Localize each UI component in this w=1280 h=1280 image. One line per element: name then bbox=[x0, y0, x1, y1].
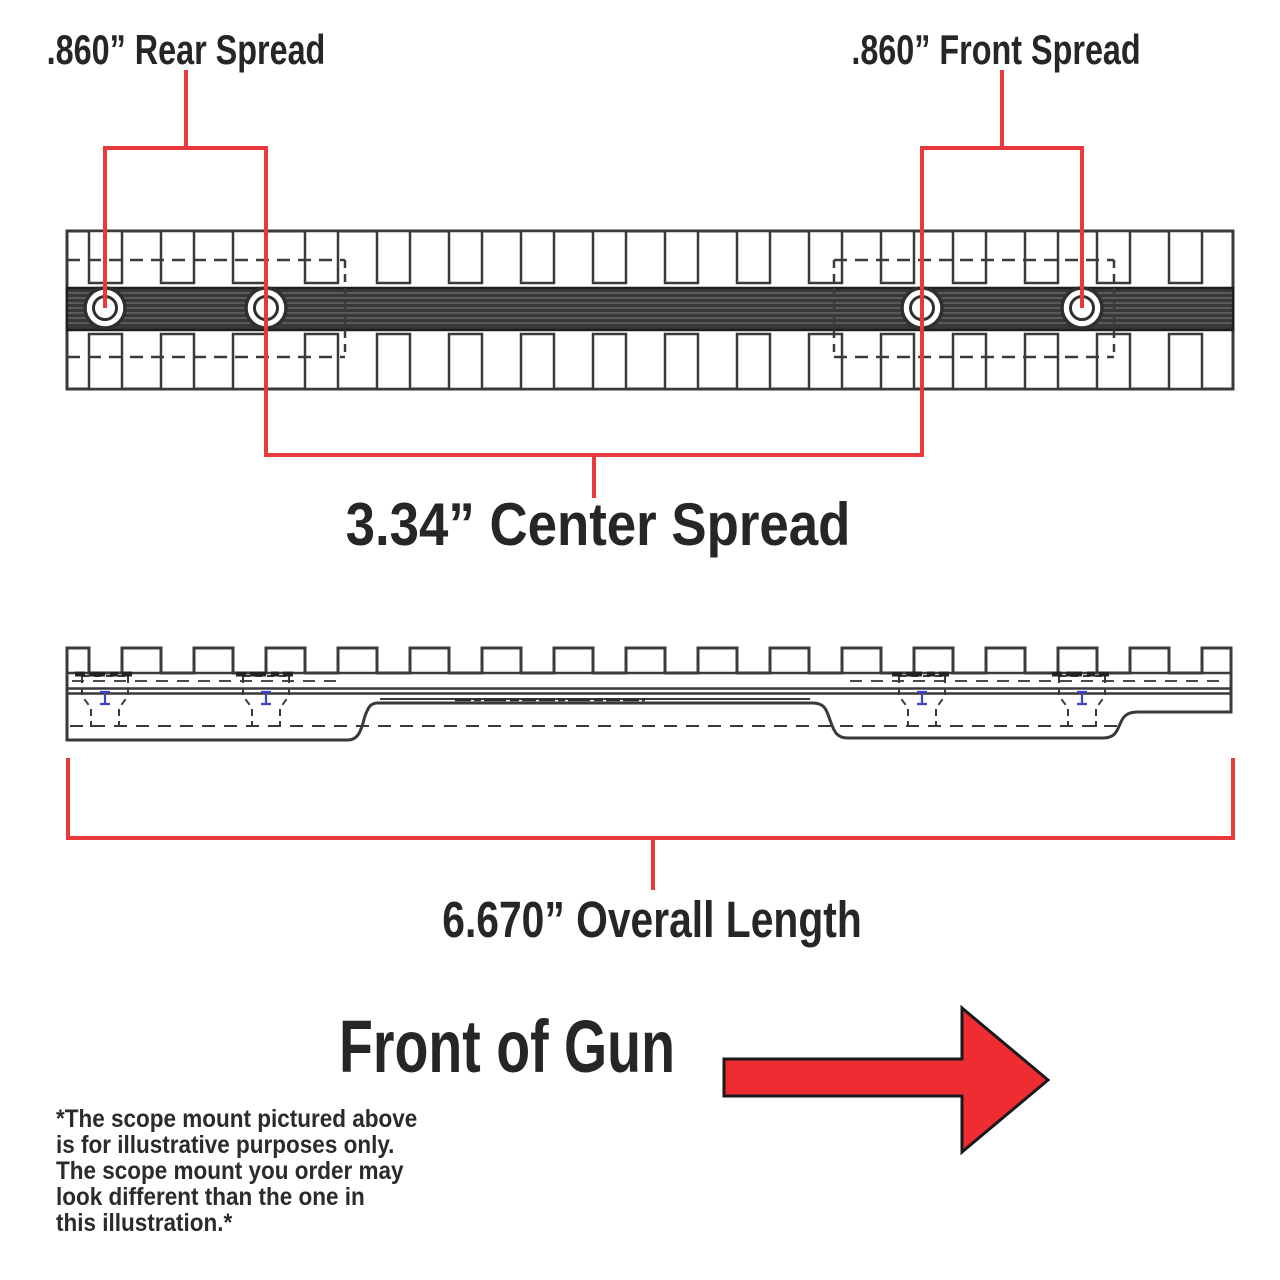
rail-slot bbox=[159, 229, 196, 285]
rail-slot bbox=[951, 332, 988, 391]
front-spread-label: .860” Front Spread bbox=[851, 26, 1141, 73]
scope-mount-side-view bbox=[65, 646, 1233, 742]
screw-markers bbox=[100, 690, 1087, 706]
rail-slot bbox=[447, 229, 484, 285]
rail-slot bbox=[735, 332, 772, 391]
rail-center-band bbox=[65, 286, 1235, 332]
rail-slot bbox=[591, 332, 628, 391]
rail-slot bbox=[663, 332, 700, 391]
dimension-lines bbox=[66, 70, 1235, 890]
rear-spread-label: .860” Rear Spread bbox=[46, 26, 326, 73]
screw-marker bbox=[1077, 690, 1087, 706]
hidden-screw-hole bbox=[1058, 675, 1106, 727]
screw-marker bbox=[917, 690, 927, 706]
rail-slot bbox=[1023, 332, 1060, 391]
rail-slot bbox=[663, 229, 700, 285]
hidden-screw-holes bbox=[81, 675, 1106, 727]
rail-slot bbox=[447, 332, 484, 391]
rail-slot bbox=[1167, 229, 1204, 285]
rail-slot bbox=[807, 229, 844, 285]
hidden-edge-dashes bbox=[67, 258, 1116, 359]
center-spread-bracket bbox=[264, 453, 924, 498]
rail-slots-upper bbox=[87, 229, 1204, 285]
rail-slot bbox=[879, 229, 916, 285]
rail-slot bbox=[375, 332, 412, 391]
hidden-screw-hole bbox=[242, 675, 290, 727]
rail-slot bbox=[303, 332, 340, 391]
rear-spread-bracket bbox=[103, 70, 268, 457]
center-spread-label: 3.34” Center Spread bbox=[345, 491, 851, 558]
rail-slot bbox=[879, 332, 916, 391]
rail-slots-lower bbox=[87, 332, 1204, 391]
rail-slot bbox=[519, 332, 556, 391]
rail-slot bbox=[1167, 332, 1204, 391]
front-of-gun-arrow bbox=[722, 1004, 1051, 1156]
rail-slot bbox=[807, 332, 844, 391]
rail-slot bbox=[1095, 332, 1132, 391]
rail-slot bbox=[1023, 229, 1060, 285]
rail-slot bbox=[951, 229, 988, 285]
screw-marker bbox=[100, 690, 110, 706]
screw-marker bbox=[261, 690, 271, 706]
rail-slot bbox=[303, 229, 340, 285]
rail-slot bbox=[375, 229, 412, 285]
front-of-gun-label: Front of Gun bbox=[339, 1005, 675, 1088]
hidden-bottom-dashes bbox=[70, 680, 1226, 727]
overall-length-label: 6.670” Overall Length bbox=[442, 891, 862, 948]
disclaimer-note: *The scope mount pictured above is for i… bbox=[56, 1105, 418, 1237]
overall-length-bracket bbox=[66, 758, 1235, 890]
scope-mount-top-view bbox=[65, 229, 1235, 391]
rail-slot bbox=[231, 332, 268, 391]
rail-slot bbox=[231, 229, 268, 285]
rail-slot bbox=[159, 332, 196, 391]
hidden-screw-hole bbox=[81, 675, 129, 727]
front-spread-bracket bbox=[920, 70, 1084, 457]
hidden-screw-hole bbox=[898, 675, 946, 727]
rail-slot bbox=[591, 229, 628, 285]
rail-slot bbox=[519, 229, 556, 285]
rail-slot bbox=[735, 229, 772, 285]
rail-slot bbox=[87, 332, 124, 391]
